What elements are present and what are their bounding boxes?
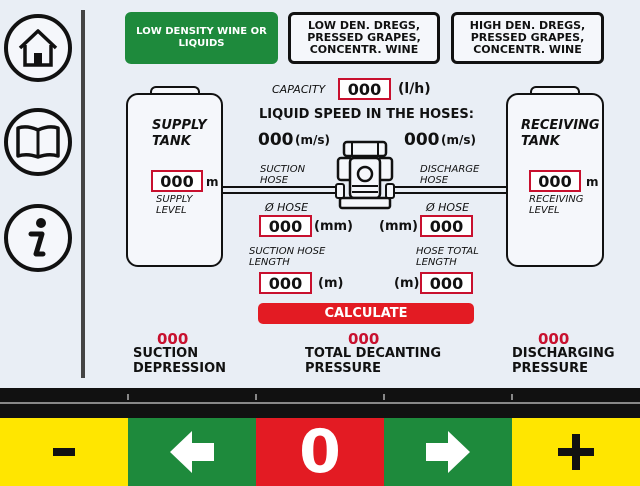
suction-length-label: SUCTION HOSE LENGTH [249,246,326,268]
keypad-tick [127,394,129,400]
supply-level-unit: m [206,175,219,189]
mode-low-density-label: LOW DENSITY WINE OR LIQUIDS [136,26,267,49]
plus-icon [558,434,594,470]
total-length-label: HOSE TOTAL LENGTH [416,246,479,268]
suction-diameter-unit: (mm) [314,219,353,234]
zero-label: 0 [299,417,341,486]
capacity-value[interactable]: 000 [338,78,391,100]
manual-button[interactable] [4,108,72,176]
suction-depression-value: 000 [157,330,189,348]
supply-tank-cap [150,86,200,94]
left-arrow-key[interactable] [128,418,256,486]
keypad-tick [511,394,513,400]
discharging-pressure-label: DISCHARGING PRESSURE [512,346,615,376]
mode-high-den-dregs-button[interactable]: HIGH DEN. DREGS, PRESSED GRAPES, CONCENT… [451,12,604,64]
suction-diameter-value[interactable]: 000 [259,215,312,237]
suction-speed-unit: (m/s) [295,133,330,147]
minus-key[interactable] [0,418,128,486]
speed-title: LIQUID SPEED IN THE HOSES: [259,107,474,122]
supply-level-value[interactable]: 000 [151,170,203,192]
discharge-diameter-value[interactable]: 000 [420,215,473,237]
suction-length-value[interactable]: 000 [259,272,312,294]
discharge-diameter-unit: (mm) [379,219,418,234]
capacity-label: CAPACITY [272,83,326,96]
suction-hose-line [223,186,338,194]
mode-low-den-dregs-label: LOW DEN. DREGS, PRESSED GRAPES, CONCENTR… [307,19,421,56]
home-button[interactable] [4,14,72,82]
capacity-unit: (l/h) [398,81,431,97]
keypad-tick [255,394,257,400]
total-length-unit: (m) [394,276,420,291]
keypad-bar-line [0,402,640,404]
suction-diameter-label: Ø HOSE [265,201,309,214]
sidebar-divider [81,10,85,378]
receiving-level-value[interactable]: 000 [529,170,581,192]
total-pressure-label: TOTAL DECANTING PRESSURE [305,346,442,376]
minus-icon [53,448,75,456]
keypad-tick [383,394,385,400]
mode-high-den-dregs-label: HIGH DEN. DREGS, PRESSED GRAPES, CONCENT… [469,19,586,56]
discharge-hose-label: DISCHARGE HOSE [420,164,480,186]
home-icon [18,29,58,67]
calculate-button[interactable]: CALCULATE [258,303,474,324]
discharging-pressure-value: 000 [538,330,570,348]
receiving-level-label: RECEIVING LEVEL [529,194,584,216]
mode-low-den-dregs-button[interactable]: LOW DEN. DREGS, PRESSED GRAPES, CONCENTR… [288,12,440,64]
total-pressure-value: 000 [348,330,380,348]
pump-icon [335,140,395,210]
suction-hose-label: SUCTION HOSE [260,164,306,186]
supply-level-label: SUPPLY LEVEL [156,194,193,216]
arrow-right-icon [426,431,470,473]
discharge-hose-line [392,186,506,194]
info-icon [28,218,46,257]
supply-tank-title: SUPPLY TANK [152,118,207,149]
suction-speed-value: 000 [258,130,294,150]
receiving-tank-cap [530,86,580,94]
book-icon [16,125,60,159]
discharge-speed-value: 000 [404,130,440,150]
zero-key[interactable]: 0 [256,418,384,486]
discharge-diameter-label: Ø HOSE [426,201,470,214]
discharge-speed-unit: (m/s) [441,133,476,147]
plus-key[interactable] [512,418,640,486]
suction-depression-label: SUCTION DEPRESSION [133,346,226,376]
suction-length-unit: (m) [318,276,344,291]
total-length-value[interactable]: 000 [420,272,473,294]
info-button[interactable] [4,204,72,272]
receiving-tank-title: RECEIVING TANK [521,118,600,149]
receiving-level-unit: m [586,175,599,189]
arrow-left-icon [170,431,214,473]
mode-low-density-button[interactable]: LOW DENSITY WINE OR LIQUIDS [125,12,278,64]
right-arrow-key[interactable] [384,418,512,486]
